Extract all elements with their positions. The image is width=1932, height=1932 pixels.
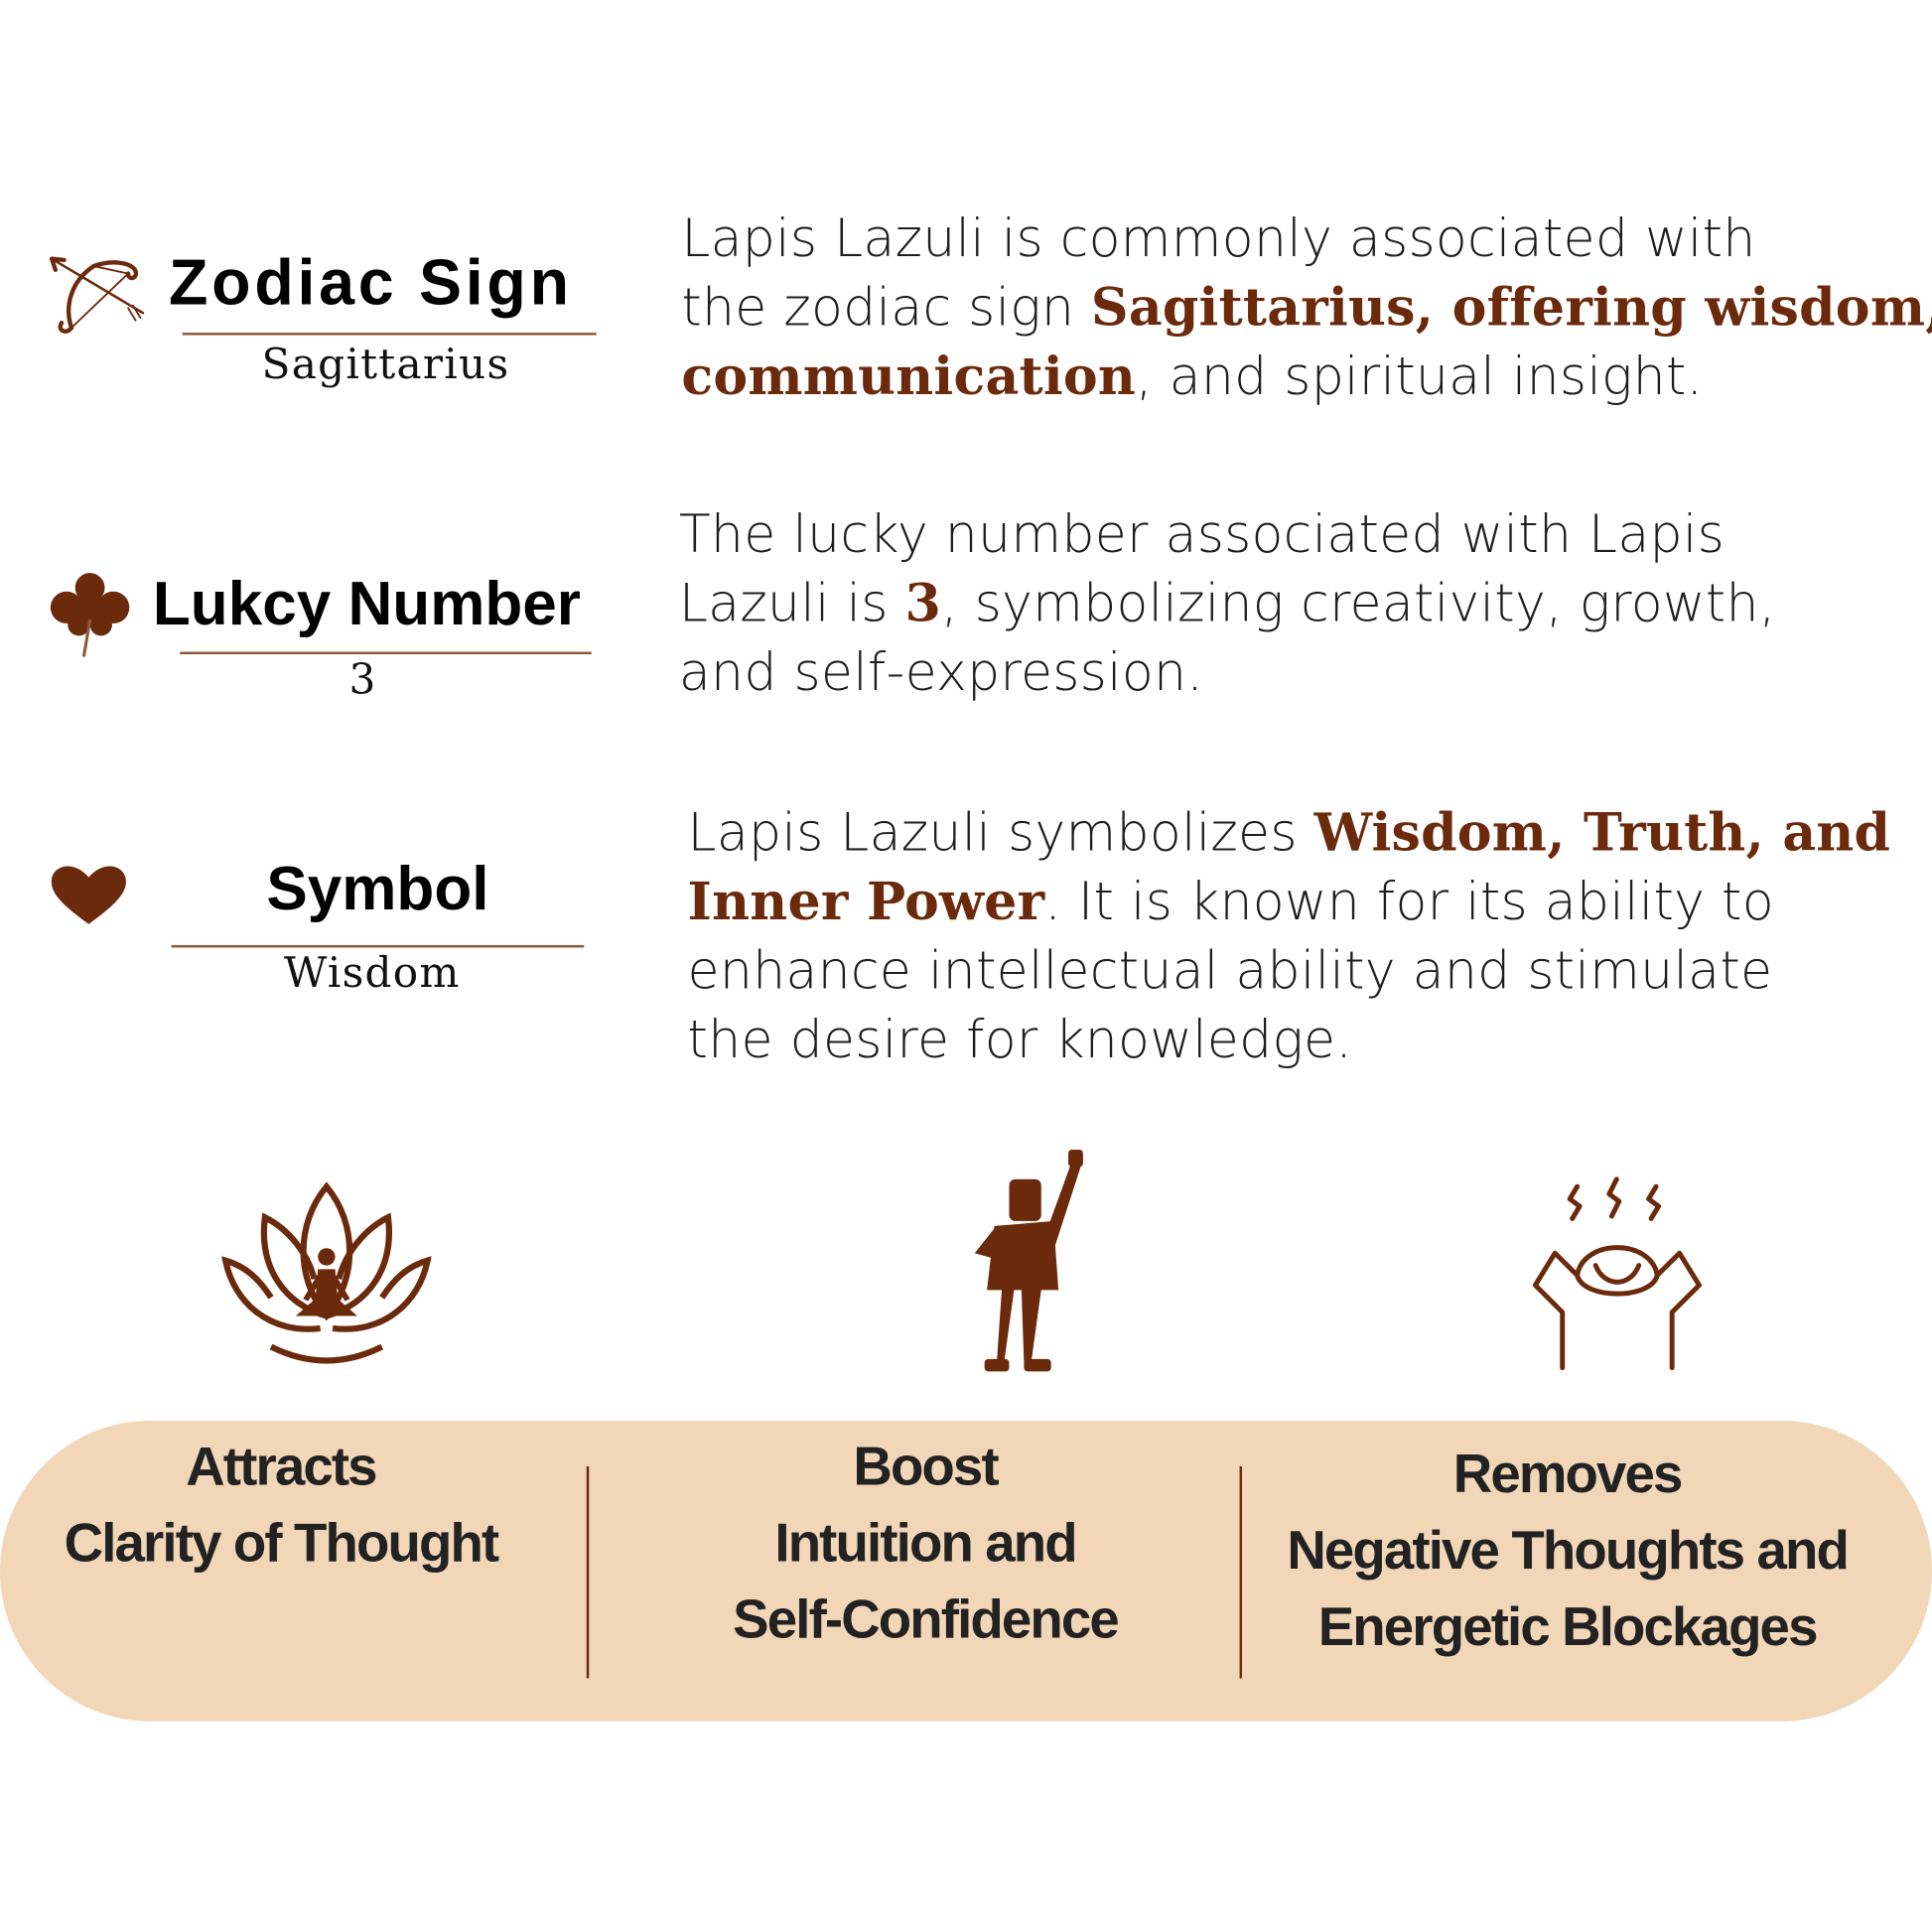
benefit-line: Removes: [1452, 1444, 1684, 1505]
lucky-number-value: 3: [348, 655, 376, 705]
text-line: The lucky number associated with Lapis: [678, 503, 1725, 565]
lucky-number-description: The lucky number associated with Lapis L…: [679, 500, 1776, 708]
benefits-banner: [0, 1420, 1932, 1722]
divider: [586, 1465, 590, 1679]
benefit-removes-negativity: Removes Negative Thoughts and Energetic …: [1245, 1437, 1890, 1666]
text-line: enhance intellectual ability and stimula…: [687, 939, 1773, 1001]
text: Lazuli is: [678, 573, 905, 633]
symbol-value: Wisdom: [283, 948, 461, 999]
highlight: Wisdom, Truth, and: [1313, 801, 1891, 863]
benefit-line: Energetic Blockages: [1317, 1596, 1819, 1658]
stressed-head-icon: [1532, 1176, 1702, 1371]
text: . It is known for its ability to: [1044, 871, 1774, 932]
heart-icon: [51, 866, 126, 924]
benefit-line: Attracts: [186, 1437, 377, 1497]
benefit-line: Boost: [853, 1437, 999, 1497]
lucky-number-title: Lukcy Number: [152, 569, 581, 638]
text-line: Lapis Lazuli is commonly associated with: [681, 207, 1756, 269]
text: , and spiritual insight.: [1136, 345, 1704, 407]
divider: [171, 944, 585, 947]
clover-icon: [50, 573, 130, 657]
symbol-title: Symbol: [266, 854, 489, 923]
benefit-line: Negative Thoughts and: [1287, 1520, 1850, 1582]
text-line: and self-expression.: [678, 641, 1204, 703]
highlight: Inner Power: [687, 871, 1045, 932]
divider: [1239, 1465, 1243, 1679]
benefit-clarity: Attracts Clarity of Thought: [0, 1430, 562, 1583]
text: , symbolizing creativity, growth,: [941, 573, 1776, 633]
zodiac-value: Sagittarius: [261, 340, 510, 390]
meditation-lotus-icon: [221, 1181, 432, 1364]
zodiac-description: Lapis Lazuli is commonly associated with…: [681, 205, 1932, 412]
benefit-intuition: Boost Intuition and Self-Confidence: [640, 1430, 1209, 1659]
zodiac-title: Zodiac Sign: [169, 247, 573, 320]
raised-fist-person-icon: [974, 1149, 1083, 1372]
text: Lapis Lazuli symbolizes: [687, 801, 1314, 863]
divider: [182, 333, 597, 335]
benefit-line: Self-Confidence: [733, 1589, 1120, 1650]
highlight: communication: [681, 345, 1137, 407]
divider: [180, 651, 592, 654]
benefit-line: Clarity of Thought: [64, 1513, 500, 1574]
text: the zodiac sign: [681, 277, 1091, 339]
text-line: the desire for knowledge.: [687, 1009, 1353, 1070]
bow-arrow-icon: [49, 256, 145, 334]
benefit-line: Intuition and: [774, 1513, 1077, 1574]
highlight: 3: [904, 573, 942, 633]
highlight: Sagittarius, offering wisdom,: [1090, 277, 1932, 339]
symbol-description: Lapis Lazuli symbolizes Wisdom, Truth, a…: [688, 798, 1891, 1074]
